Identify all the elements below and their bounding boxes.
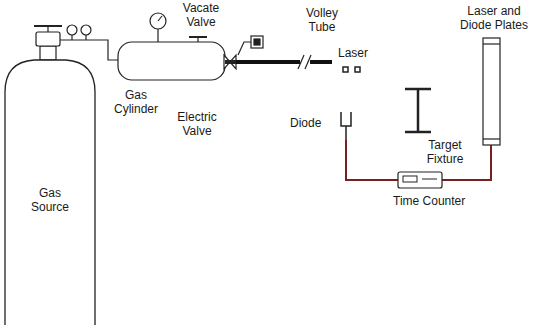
counter-display bbox=[403, 176, 417, 182]
signal-wire bbox=[346, 140, 398, 180]
break-mark bbox=[305, 55, 311, 69]
regulator-pipe bbox=[60, 39, 100, 40]
pipe bbox=[225, 60, 236, 64]
part-label: Diode bbox=[290, 116, 321, 130]
gas-source-cylinder: Gas Source bbox=[4, 58, 96, 325]
part-label: Target Fixture bbox=[416, 138, 474, 166]
break-mark bbox=[298, 55, 304, 69]
volley-tube bbox=[310, 60, 332, 64]
part-label: Laser bbox=[338, 46, 368, 60]
target-web bbox=[417, 89, 420, 132]
source-valve bbox=[36, 32, 60, 46]
gauge-stem bbox=[71, 35, 72, 40]
gauge-needle bbox=[158, 16, 162, 21]
part-label: Volley Tube bbox=[298, 6, 346, 34]
gauge-stem bbox=[85, 35, 86, 40]
pressure-gauge bbox=[150, 13, 166, 29]
target-flange bbox=[405, 131, 431, 134]
valve-stem bbox=[47, 26, 48, 32]
counter-slot bbox=[422, 179, 437, 180]
laser-emitter bbox=[343, 67, 348, 72]
plates-cap bbox=[483, 43, 500, 44]
vacate-valve-knob bbox=[189, 36, 207, 38]
plates-cap bbox=[483, 138, 500, 139]
time-counter-device bbox=[398, 172, 442, 188]
part-label: Vacate Valve bbox=[176, 1, 226, 29]
part-label: Laser and Diode Plates bbox=[452, 4, 536, 32]
regulator-gauge bbox=[67, 25, 77, 35]
part-label: Gas Cylinder bbox=[108, 88, 164, 116]
diode-symbol bbox=[341, 112, 351, 140]
gas-cylinder bbox=[118, 42, 225, 80]
feed-pipe bbox=[100, 40, 118, 60]
cylinder-neck bbox=[40, 46, 56, 60]
part-label: Electric Valve bbox=[170, 110, 224, 138]
plates-cylinder bbox=[483, 38, 500, 145]
cylinder-body bbox=[5, 60, 95, 325]
solenoid-core bbox=[254, 39, 260, 45]
regulator-gauge bbox=[81, 25, 91, 35]
volley-tube bbox=[236, 60, 300, 64]
electric-valve-symbol bbox=[224, 55, 236, 69]
part-label: Time Counter bbox=[393, 194, 465, 208]
gauge-stem bbox=[157, 29, 158, 42]
solenoid-wire bbox=[238, 42, 251, 55]
solenoid-box bbox=[251, 36, 263, 48]
laser-emitter bbox=[355, 67, 360, 72]
node-label: Gas Source bbox=[25, 186, 75, 214]
